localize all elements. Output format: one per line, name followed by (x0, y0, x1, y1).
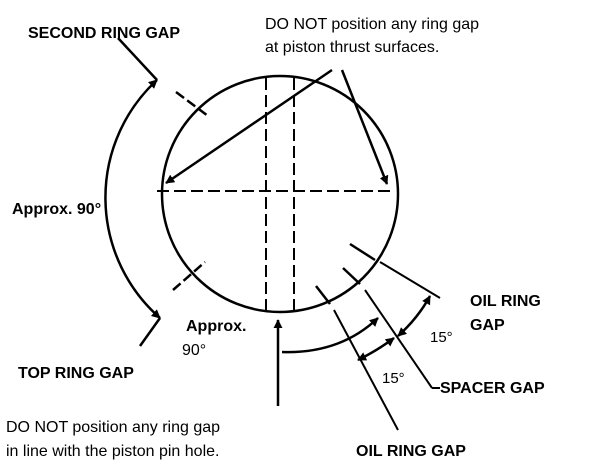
spacer-gap-marker (342, 267, 361, 285)
piston-outline (160, 74, 400, 314)
ext-oil-upper (379, 261, 441, 299)
thrust-note-line2: at piston thrust surfaces. (265, 39, 439, 56)
approx-90-bottom-arc (281, 317, 379, 354)
oil-ring-gap-upper-line1: OIL RING (470, 293, 541, 310)
approx-90-left-arc (104, 79, 161, 319)
thrust-note-line1: DO NOT position any ring gap (265, 16, 479, 33)
second-ring-gap-leader (117, 37, 158, 81)
reference-dashed-lines (157, 78, 395, 310)
top-ring-gap-label: TOP RING GAP (18, 365, 134, 382)
angle-15-lower-arc (357, 336, 395, 362)
top-ring-gap-leader (138, 317, 162, 347)
top-ring-gap-marker (172, 261, 206, 291)
oil-ring-gap-lower-marker (315, 285, 331, 305)
angle-15-lower-label: 15° (382, 370, 405, 387)
oil-ring-gap-lower-label: OIL RING GAP (356, 443, 466, 460)
spacer-gap-label: SPACER GAP (440, 380, 545, 397)
pin-note-line2: in line with the piston pin hole. (6, 443, 219, 460)
angle-15-upper-arc (397, 295, 432, 337)
approx-90-left-label: Approx. 90° (12, 201, 101, 218)
angle-15-upper-label: 15° (430, 329, 453, 346)
second-ring-gap-label: SECOND RING GAP (28, 25, 180, 42)
oil-ring-gap-upper-line2: GAP (470, 317, 505, 334)
thrust-arrow-left (165, 68, 333, 185)
approx-90-bottom-line2: 90° (182, 342, 206, 359)
ext-oil-lower (333, 309, 399, 431)
pin-note-line1: DO NOT position any ring gap (6, 419, 220, 436)
second-ring-gap-marker (175, 91, 209, 117)
approx-90-bottom-line1: Approx. (186, 318, 246, 335)
extension-lines (333, 261, 441, 431)
thrust-arrow-right (340, 69, 389, 185)
gap-markers (172, 91, 376, 305)
ext-spacer (364, 289, 433, 389)
oil-ring-gap-upper-marker (349, 242, 376, 262)
